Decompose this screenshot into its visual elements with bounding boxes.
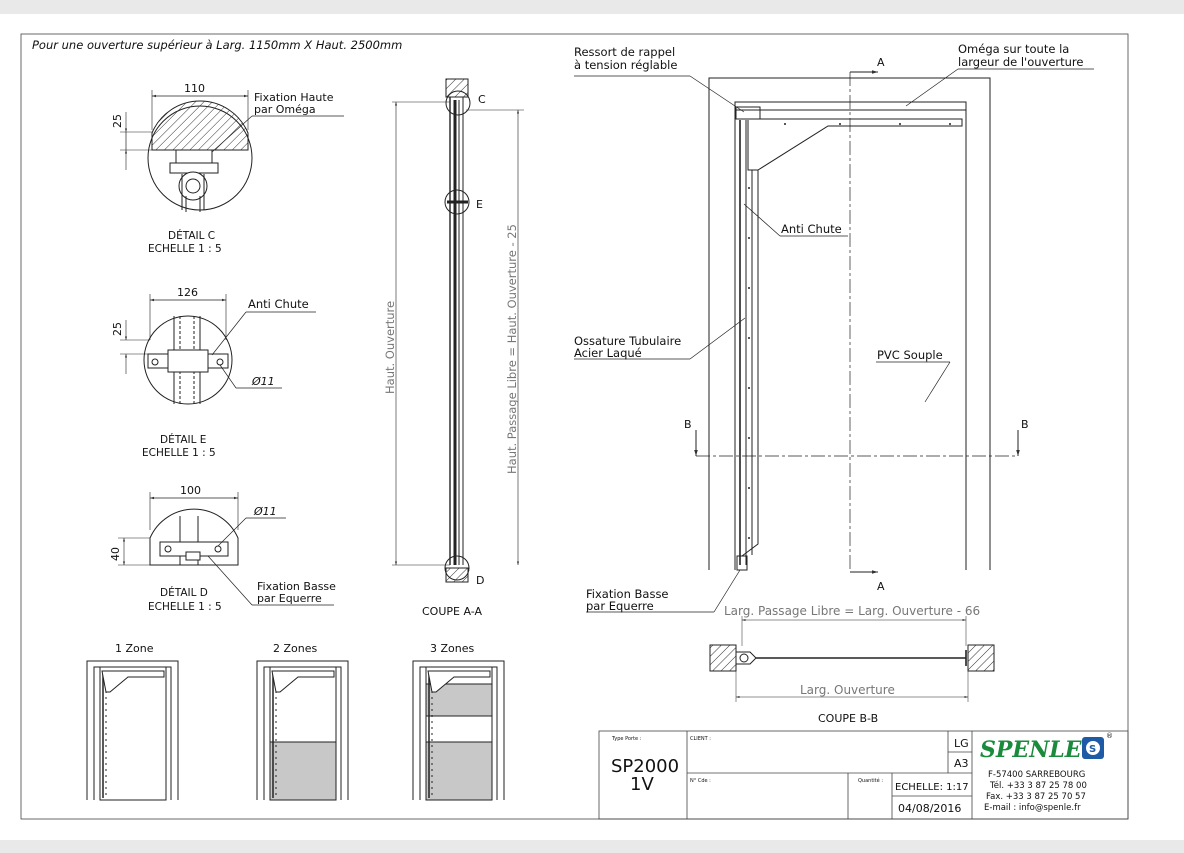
label-omega-2: largeur de l'ouverture [958, 55, 1083, 69]
brand-tel: Tél. +33 3 87 25 78 00 [989, 780, 1087, 791]
section-b-right: B [1021, 418, 1029, 431]
section-aa-dim-passage: Haut. Passage Libre = Haut. Ouverture - … [505, 224, 519, 474]
detail-d [118, 492, 334, 606]
label-ossature-2: Acier Laqué [574, 346, 642, 360]
section-bb [709, 616, 995, 702]
title-block [598, 730, 1129, 820]
detail-c-width: 110 [184, 82, 205, 95]
brand-fax: Fax. +33 3 87 25 70 57 [986, 792, 1086, 802]
section-aa-letter-c: C [478, 93, 486, 106]
type-porte-label: Type Porte : [611, 736, 642, 742]
zone-thumb-1 [86, 660, 179, 801]
detail-c [120, 90, 344, 212]
zone-label-2: 2 Zones [273, 642, 318, 655]
detail-e-height: 25 [111, 322, 124, 336]
header-note: Pour une ouverture supérieur à Larg. 115… [32, 38, 402, 52]
zone-thumb-2 [256, 660, 349, 801]
zone-label-3: 3 Zones [430, 642, 475, 655]
detail-c-height: 25 [111, 114, 124, 128]
client-label: CLIENT : [690, 736, 711, 742]
detail-e-width: 126 [177, 286, 198, 299]
detail-d-diameter: Ø11 [253, 505, 277, 518]
label-fixation-1: Fixation Basse [586, 587, 669, 601]
zone-label-1: 1 Zone [115, 642, 154, 655]
detail-e-caption-1: DÉTAIL E [160, 433, 206, 446]
section-a-bottom: A [877, 580, 885, 593]
section-aa [392, 78, 524, 583]
detail-c-callout-2: par Oméga [254, 103, 316, 116]
quantite-label: Quantité : [858, 777, 883, 784]
section-b-left: B [684, 418, 692, 431]
brand-address: F-57400 SARREBOURG [988, 770, 1085, 780]
registered-mark: ® [1106, 732, 1113, 740]
echelle-value: ECHELLE: 1:17 [895, 782, 969, 793]
label-ossature-1: Ossature Tubulaire [574, 334, 681, 348]
section-bb-caption: COUPE B-B [818, 712, 878, 725]
detail-c-caption-2: ECHELLE 1 : 5 [148, 243, 222, 255]
date-value: 04/08/2016 [898, 802, 961, 815]
detail-c-callout-1: Fixation Haute [254, 91, 334, 104]
no-cde-label: N° Cde : [690, 778, 711, 784]
detail-e-caption-2: ECHELLE 1 : 5 [142, 447, 216, 459]
detail-d-caption-1: DÉTAIL D [160, 586, 208, 599]
door-elevation [574, 68, 1094, 613]
label-ressort-2: à tension réglable [574, 58, 677, 72]
brand-badge-inner [1086, 741, 1100, 755]
label-pvc: PVC Souple [877, 348, 943, 362]
lg-label: LG [954, 737, 969, 750]
section-aa-caption: COUPE A-A [422, 605, 482, 618]
section-aa-letter-d: D [476, 574, 484, 587]
detail-d-height: 40 [109, 547, 122, 561]
section-a-top: A [877, 56, 885, 69]
section-bb-dim-passage: Larg. Passage Libre = Larg. Ouverture - … [724, 604, 980, 618]
type-porte-line1: SP2000 [611, 756, 679, 777]
label-omega-1: Oméga sur toute la [958, 42, 1069, 56]
detail-d-callout-2: par Equerre [257, 592, 322, 605]
detail-d-callout-1: Fixation Basse [257, 580, 336, 593]
label-anti-chute: Anti Chute [781, 222, 842, 236]
a3-label: A3 [954, 757, 969, 770]
detail-e-diameter: Ø11 [251, 375, 275, 388]
label-ressort-1: Ressort de rappel [574, 45, 675, 59]
type-porte-line2: 1V [630, 774, 654, 795]
detail-d-caption-2: ECHELLE 1 : 5 [148, 601, 222, 613]
drawing-border [20, 33, 1129, 820]
label-fixation-2: par Equerre [586, 599, 654, 613]
brand-email: E-mail : info@spenle.fr [984, 803, 1081, 813]
zone-thumb-3 [412, 660, 505, 801]
detail-c-caption-1: DÉTAIL C [168, 229, 215, 242]
section-aa-letter-e: E [476, 198, 483, 211]
section-aa-dim-overall: Haut. Ouverture [383, 301, 397, 394]
section-bb-dim-overall: Larg. Ouverture [800, 683, 895, 697]
detail-d-width: 100 [180, 484, 201, 497]
detail-e-callout: Anti Chute [248, 297, 309, 311]
brand-badge-letter: S [1089, 744, 1096, 755]
detail-e [120, 294, 316, 405]
brand-name: SPENLE [980, 737, 1083, 763]
